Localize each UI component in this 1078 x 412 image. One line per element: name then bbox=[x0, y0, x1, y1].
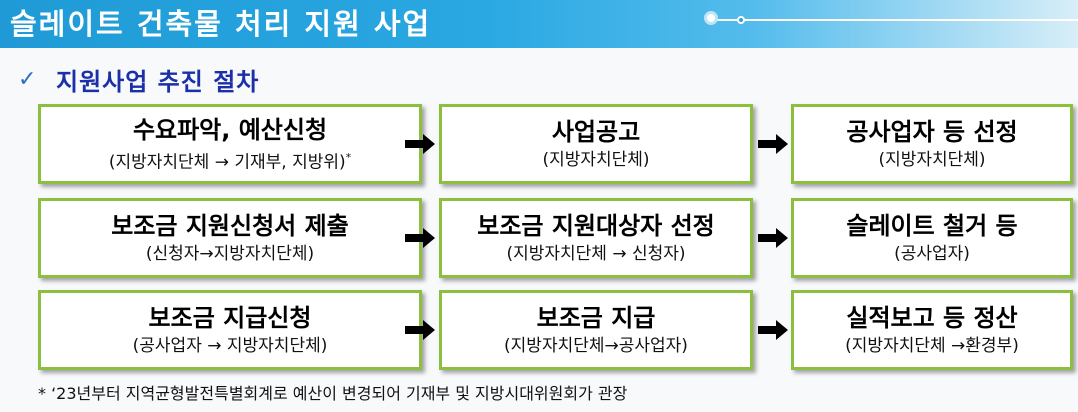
arrow-right-icon bbox=[758, 320, 788, 340]
step-title: 보조금 지원신청서 제출 bbox=[111, 212, 349, 240]
banner-decor-line bbox=[716, 19, 1078, 21]
section-heading-text: 지원사업 추진 절차 bbox=[56, 67, 260, 96]
step-subtitle: (지방자치단체) bbox=[542, 150, 650, 170]
step-box-6: 슬레이트 철거 등 (공사업자) bbox=[791, 198, 1073, 278]
step-box-9: 실적보고 등 정산 (지방자치단체 →환경부) bbox=[791, 290, 1073, 370]
step-subtitle: (신청자→지방자치단체) bbox=[145, 244, 315, 264]
section-heading: ✓ 지원사업 추진 절차 bbox=[18, 62, 259, 96]
step-title: 보조금 지급신청 bbox=[148, 304, 312, 332]
step-title: 슬레이트 철거 등 bbox=[846, 212, 1018, 240]
checkmark-icon: ✓ bbox=[18, 66, 37, 92]
step-subtitle: (공사업자) bbox=[894, 244, 970, 264]
step-box-1: 수요파악, 예산신청 (지방자치단체 → 기재부, 지방위)* bbox=[38, 104, 422, 184]
step-title: 사업공고 bbox=[551, 118, 641, 146]
arrow-right-icon bbox=[758, 134, 788, 154]
step-box-7: 보조금 지급신청 (공사업자 → 지방자치단체) bbox=[38, 290, 422, 370]
step-subtitle: (지방자치단체) bbox=[878, 150, 986, 170]
step-subtitle: (지방자치단체 →환경부) bbox=[845, 336, 1019, 356]
page-title: 슬레이트 건축물 처리 지원 사업 bbox=[10, 7, 432, 41]
footnote: * ‘23년부터 지역균형발전특별회계로 예산이 변경되어 기재부 및 지방시대… bbox=[38, 384, 628, 403]
banner-decor-small-dot-icon bbox=[737, 16, 745, 24]
arrow-right-icon bbox=[405, 134, 435, 154]
step-title: 보조금 지원대상자 선정 bbox=[477, 212, 715, 240]
step-subtitle: (지방자치단체 → 신청자) bbox=[506, 244, 686, 264]
footnote-marker: * bbox=[345, 150, 352, 164]
step-subtitle: (지방자치단체→공사업자) bbox=[504, 336, 688, 356]
step-title: 공사업자 등 선정 bbox=[846, 118, 1018, 146]
step-box-4: 보조금 지원신청서 제출 (신청자→지방자치단체) bbox=[38, 198, 422, 278]
header-banner: 슬레이트 건축물 처리 지원 사업 bbox=[0, 0, 1078, 48]
arrow-right-icon bbox=[405, 228, 435, 248]
step-box-2: 사업공고 (지방자치단체) bbox=[439, 104, 753, 184]
step-title: 수요파악, 예산신청 bbox=[132, 115, 328, 144]
step-title: 보조금 지급 bbox=[536, 304, 656, 332]
step-title: 실적보고 등 정산 bbox=[846, 304, 1018, 332]
banner-decor-dot-icon bbox=[704, 11, 718, 25]
step-subtitle: (공사업자 → 지방자치단체) bbox=[132, 336, 328, 356]
step-box-3: 공사업자 등 선정 (지방자치단체) bbox=[791, 104, 1073, 184]
step-box-8: 보조금 지급 (지방자치단체→공사업자) bbox=[439, 290, 753, 370]
arrow-right-icon bbox=[758, 228, 788, 248]
step-subtitle: (지방자치단체 → 기재부, 지방위)* bbox=[108, 150, 352, 173]
step-box-5: 보조금 지원대상자 선정 (지방자치단체 → 신청자) bbox=[439, 198, 753, 278]
arrow-right-icon bbox=[405, 320, 435, 340]
